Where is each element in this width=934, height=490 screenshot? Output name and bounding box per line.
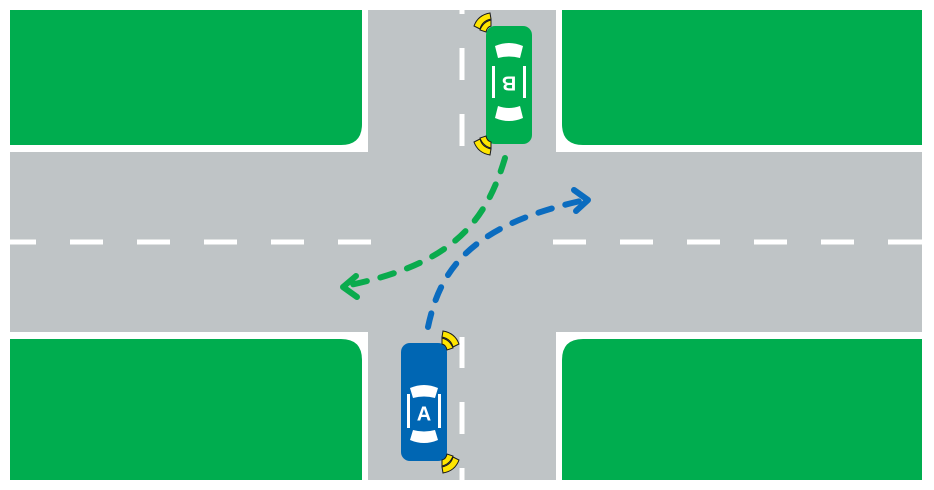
- car-a-label: A: [417, 403, 431, 425]
- car-a: A: [401, 330, 460, 474]
- path-vehicle-a: [425, 187, 591, 330]
- grass-block-bottom-left: [10, 332, 368, 480]
- car-b-indicator-rear-icon: [473, 135, 492, 156]
- car-a-indicator-front-icon: [441, 330, 460, 351]
- car-b-label: B: [502, 72, 516, 94]
- grass-block-top-left: [10, 10, 368, 152]
- car-b: B: [473, 12, 532, 156]
- grass-block-top-right: [556, 10, 922, 152]
- car-b-indicator-front-icon: [473, 12, 492, 33]
- path-vehicle-b: [340, 155, 508, 300]
- grass-block-bottom-right: [556, 332, 922, 480]
- car-a-indicator-rear-icon: [441, 453, 460, 474]
